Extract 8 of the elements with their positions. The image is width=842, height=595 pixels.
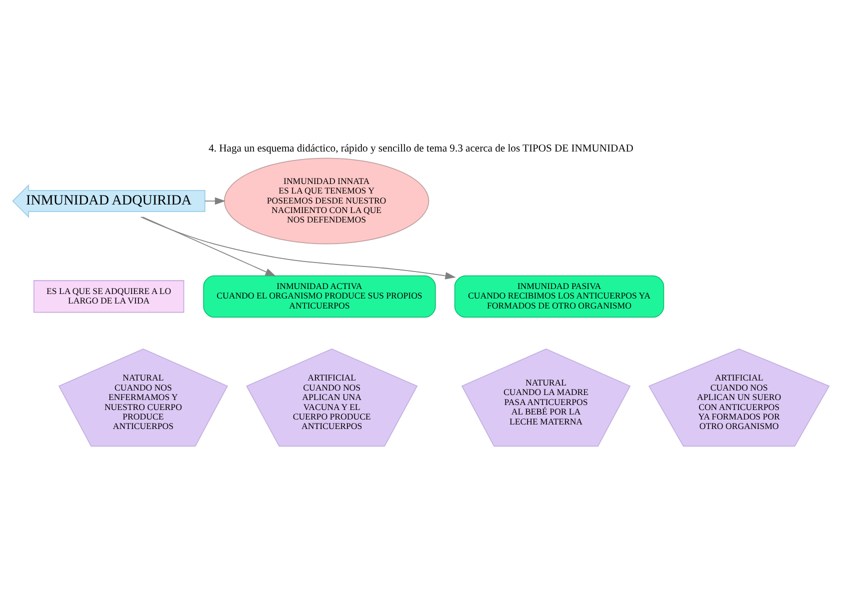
node-ellipse: INMUNIDAD INNATA ES LA QUE TENEMOS Y POSEEMOS DESDE NUESTRO NACIMIENTO CON LA QUE NOS DEFENDEMOS	[224, 157, 430, 244]
arrow	[140, 216, 456, 279]
arrow	[204, 196, 226, 204]
node-box: ES LA QUE SE ADQUIERE A LO LARGO DE LA VIDA	[33, 280, 184, 312]
node-box: INMUNIDAD ACTIVA CUANDO EL ORGANISMO PRODUCE SUS PROPIOS ANTICUERPOS	[203, 274, 436, 318]
arrow	[142, 216, 276, 276]
diagram-title: 4. Haga un esquema didáctico, rápido y sencillo de tema 9.3 acerca de los TIPOS DE INMUNIDAD	[208, 143, 634, 154]
node-box: INMUNIDAD PASIVA CUANDO RECIBIMOS LOS ANTICUERPOS YA FORMADOS DE OTRO ORGANISMO	[454, 274, 664, 318]
